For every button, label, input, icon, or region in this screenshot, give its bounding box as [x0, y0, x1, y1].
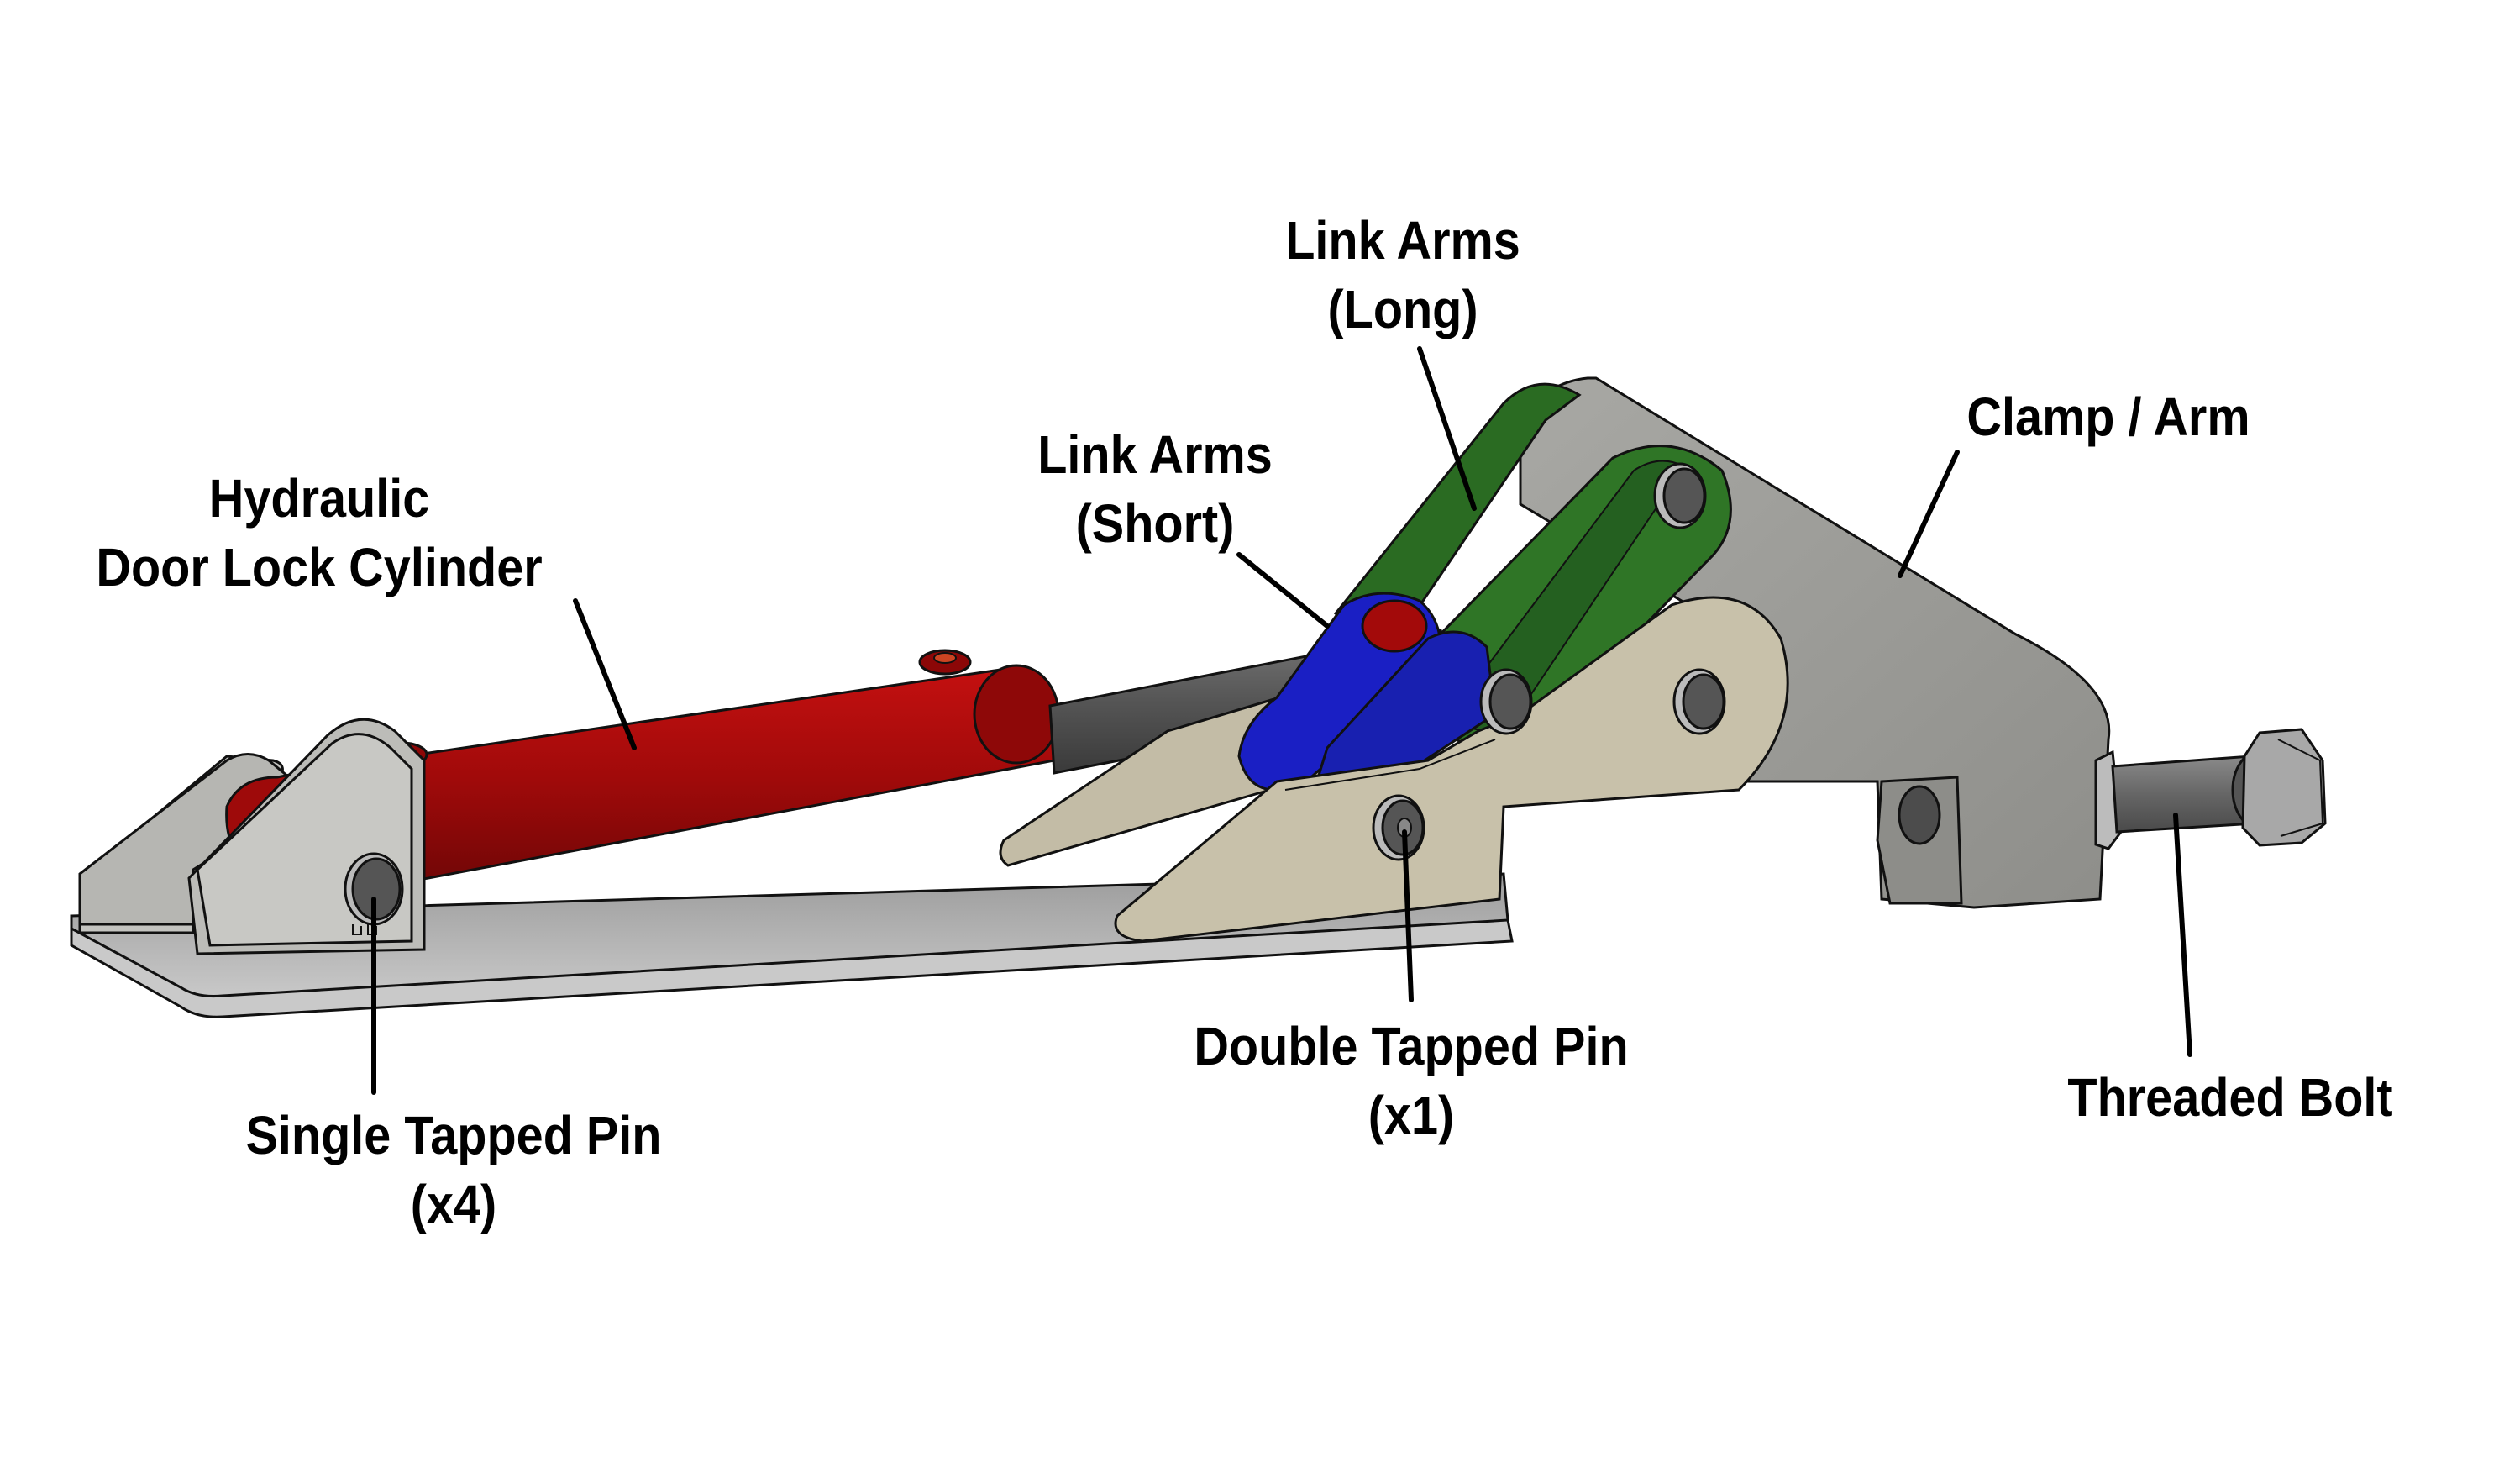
side-plate-front: [1114, 596, 1789, 943]
leader-link-arms-long: [1417, 346, 1477, 511]
label-line: Clamp / Arm: [1966, 387, 2250, 447]
label-clamp-arm: Clamp / Arm: [1904, 382, 2313, 451]
label-line: (x1): [1368, 1085, 1455, 1145]
leader-clamp-arm: [1898, 450, 1960, 578]
pin-link-lower-icon: [1479, 668, 1533, 735]
pin-plate-icon: [1672, 668, 1726, 735]
label-line: Link Arms: [1285, 210, 1520, 271]
label-link-arms-long: Link Arms (Long): [1229, 206, 1577, 344]
label-link-arms-short: Link Arms (Short): [981, 420, 1329, 558]
label-line: Door Lock Cylinder: [96, 537, 543, 597]
leader-double-tapped-pin: [1402, 829, 1414, 1002]
label-line: Threaded Bolt: [2067, 1067, 2393, 1128]
front-clevis-bracket: [187, 718, 426, 955]
pin-link-upper-icon: [1653, 462, 1707, 529]
leader-lines: [371, 346, 2192, 1095]
label-threaded-bolt: Threaded Bolt: [2034, 1063, 2427, 1132]
leader-cylinder: [573, 598, 637, 750]
label-line: Double Tapped Pin: [1194, 1016, 1629, 1076]
label-line: Single Tapped Pin: [245, 1105, 662, 1165]
label-hydraulic-cylinder: Hydraulic Door Lock Cylinder: [62, 464, 576, 602]
leader-threaded-bolt: [2173, 813, 2192, 1057]
threaded-bolt: [2094, 728, 2327, 850]
label-line: (Short): [1075, 493, 1235, 554]
label-line: (x4): [410, 1174, 497, 1234]
label-line: (Long): [1327, 279, 1478, 339]
label-single-tapped-pin: Single Tapped Pin (x4): [219, 1101, 688, 1239]
double-tapped-pin-icon: [1372, 794, 1425, 861]
label-double-tapped-pin: Double Tapped Pin (x1): [1177, 1012, 1646, 1149]
link-arms-short: [1237, 592, 1497, 805]
leader-link-arms-short: [1236, 552, 1330, 629]
label-line: Hydraulic: [208, 468, 430, 529]
single-tapped-pin-icon: [344, 852, 404, 935]
label-line: Link Arms: [1037, 424, 1273, 485]
cylinder-port-front: [918, 649, 972, 676]
